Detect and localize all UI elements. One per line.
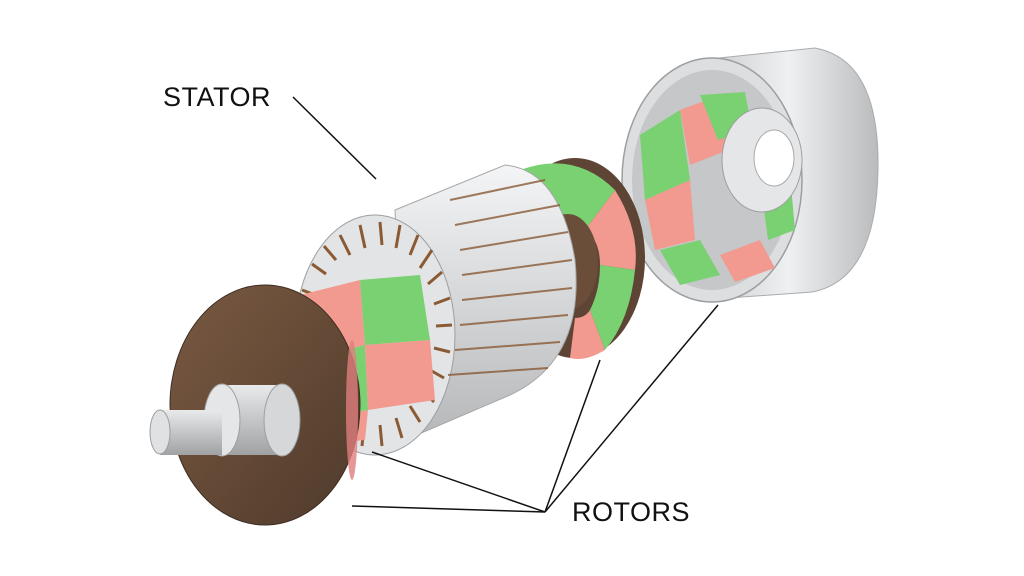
rotors-leader-line-disc [351,505,546,513]
stator-label: STATOR [163,82,272,112]
stator-slot-lines [447,179,573,376]
rotors-leader-line-front [371,451,546,513]
rotors-label: ROTORS [572,497,691,527]
outer-cup-rotor [621,47,879,303]
stator-leader-line [292,96,377,180]
shaft [149,383,301,457]
leader-lines [292,96,719,513]
rotors-leader-line-outer [544,304,719,513]
rotors-leader-line-middle [544,359,601,513]
